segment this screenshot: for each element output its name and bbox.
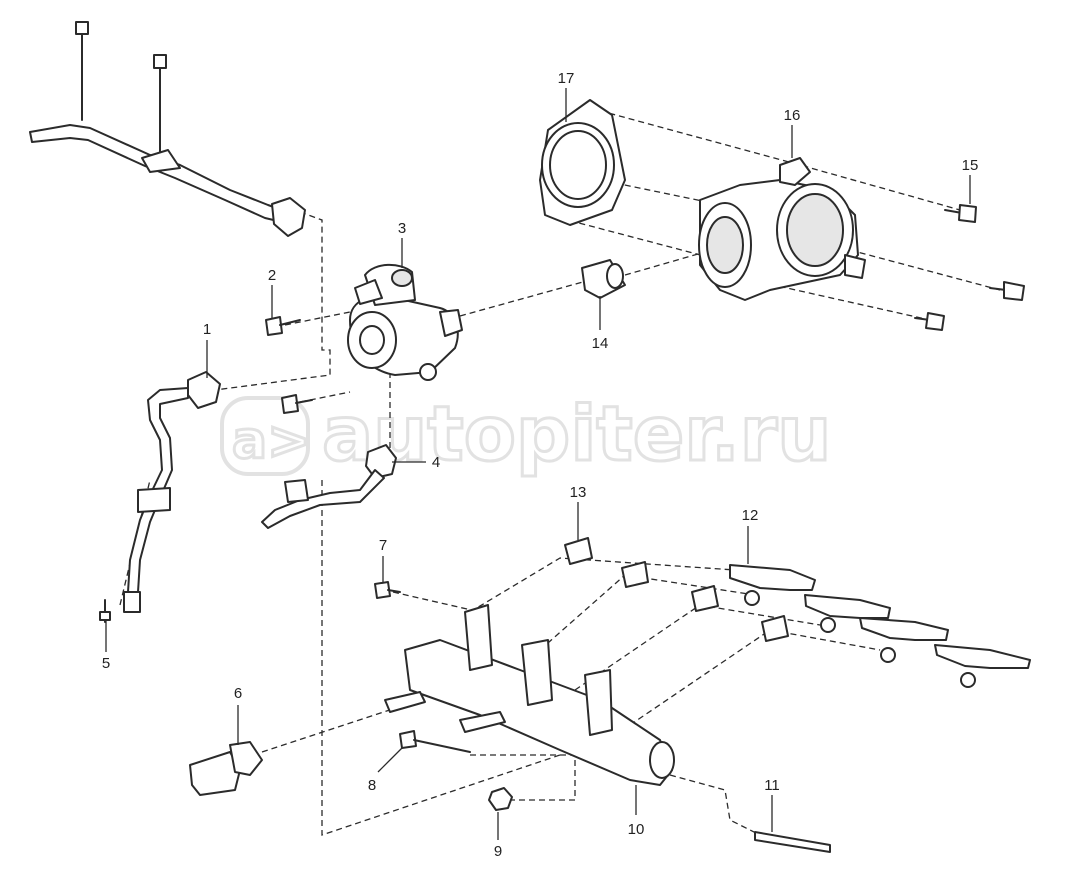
throttle-bolt-middle [989,281,1025,301]
rail-stud [754,831,831,853]
svg-text:15: 15 [962,157,979,174]
svg-text:4: 4 [432,454,440,471]
pump-bolt-upper [265,316,301,336]
rail-bolt-small [374,581,401,599]
high-pressure-pump [347,263,463,381]
throttle-body [698,157,866,301]
svg-text:12: 12 [742,507,759,524]
svg-text:10: 10 [628,821,645,838]
watermark: a> autopiter.ru [220,388,833,480]
callout-16: 16 [784,107,801,158]
callout-14: 14 [592,296,609,352]
pump-bolt-lower [281,394,313,414]
return-fuel-line [261,444,397,529]
svg-text:3: 3 [398,220,406,237]
callout-3: 3 [398,220,406,268]
callout-9: 9 [494,812,502,860]
rail-long-bolt [399,730,471,753]
svg-text:17: 17 [558,70,575,87]
svg-text:1: 1 [203,321,211,338]
callout-13: 13 [570,484,587,540]
callout-5: 5 [102,620,110,672]
callout-6: 6 [234,685,242,745]
throttle-bolt-bottom [914,312,945,331]
watermark-text: autopiter.ru [322,389,831,478]
rail-nut [488,787,513,811]
svg-text:9: 9 [494,843,502,860]
callout-8: 8 [368,747,403,794]
svg-text:7: 7 [379,537,387,554]
svg-text:11: 11 [764,777,780,794]
throttle-gasket [539,99,626,226]
upper-fuel-line [29,21,306,237]
callout-15: 15 [962,157,979,204]
callout-1: 1 [203,321,211,378]
svg-text:2: 2 [268,267,276,284]
callout-12: 12 [742,507,759,564]
svg-text:14: 14 [592,335,609,352]
throttle-bolt-top [944,204,977,223]
pressure-sensor [189,741,263,796]
callout-17: 17 [558,70,575,122]
callout-11: 11 [764,777,780,832]
watermark-logo-text: a> [232,411,311,471]
svg-text:13: 13 [570,484,587,501]
callout-4: 4 [392,454,440,471]
callout-2: 2 [268,267,276,318]
svg-text:16: 16 [784,107,801,124]
left-fuel-line [99,371,221,623]
callout-10: 10 [628,785,645,838]
injector-clips [564,537,789,642]
svg-text:6: 6 [234,685,242,702]
callout-7: 7 [379,537,387,582]
sleeve [581,259,626,299]
svg-text:8: 8 [368,777,376,794]
svg-text:5: 5 [102,655,110,672]
fuel-rail [384,604,675,786]
fuel-injectors [729,564,1031,688]
watermark-logo-frame [220,396,310,476]
